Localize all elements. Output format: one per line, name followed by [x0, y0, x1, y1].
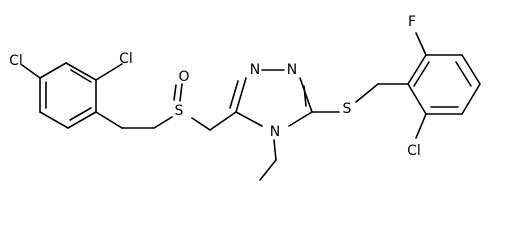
- atom-labels: Cl Cl O S N N N S F Cl: [9, 14, 421, 159]
- bond: [303, 85, 307, 107]
- bond: [407, 83, 427, 115]
- chlorine-right-label: Cl: [407, 143, 421, 159]
- sulfinyl-sulfur-label: S: [175, 103, 184, 119]
- bond: [70, 69, 92, 83]
- bond: [95, 111, 123, 129]
- sulfinyl-oxygen-label: O: [178, 69, 189, 85]
- bond: [39, 111, 69, 129]
- bond: [179, 83, 183, 102]
- bond: [288, 111, 313, 127]
- bond: [21, 64, 41, 79]
- bond: [95, 63, 123, 81]
- fluorine-label: F: [408, 14, 416, 30]
- bond: [461, 83, 481, 115]
- bond: [235, 77, 247, 113]
- thioether-sulfur-label: S: [343, 101, 352, 117]
- bond: [173, 84, 177, 101]
- bond: [413, 61, 430, 87]
- chlorine-ortho-label: Cl: [119, 51, 133, 67]
- bonds: [21, 32, 481, 181]
- bond: [355, 83, 379, 103]
- bond: [415, 32, 427, 56]
- bond: [191, 117, 211, 131]
- chemical-structure: Cl Cl O S N N N S F Cl: [9, 14, 481, 181]
- bond: [273, 139, 277, 161]
- triazole-n4-label: N: [270, 124, 280, 140]
- triazole-n2-label: N: [287, 62, 297, 78]
- bond: [415, 113, 427, 139]
- bond: [407, 54, 427, 85]
- bond: [455, 61, 472, 87]
- bond: [209, 111, 237, 131]
- bond: [69, 107, 92, 121]
- bond: [299, 77, 313, 113]
- bond: [39, 62, 67, 79]
- bond: [461, 54, 481, 85]
- bond: [229, 80, 239, 109]
- triazole-n1-label: N: [250, 62, 260, 78]
- bond: [65, 62, 97, 81]
- bond: [67, 111, 97, 129]
- bond: [153, 116, 173, 129]
- chlorine-para-label: Cl: [9, 53, 23, 69]
- bond: [259, 159, 277, 181]
- bond: [235, 111, 263, 127]
